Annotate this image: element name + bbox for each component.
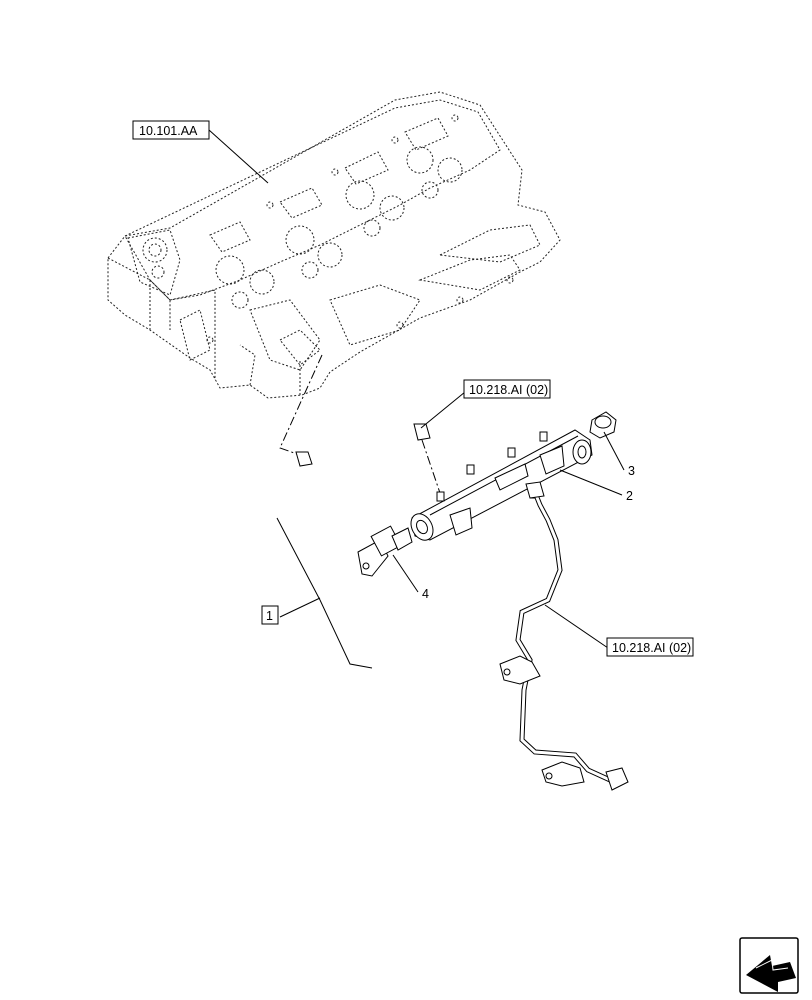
svg-text:1: 1 xyxy=(266,609,273,623)
leader-item3 xyxy=(603,431,625,471)
callout-item2[interactable]: 2 xyxy=(626,489,633,503)
svg-text:10.101.AA: 10.101.AA xyxy=(139,124,198,138)
svg-text:10.218.AI (02): 10.218.AI (02) xyxy=(469,383,548,397)
pressure-limiting-valve xyxy=(589,411,617,439)
leader-item4 xyxy=(392,554,419,593)
ref-box-pipe-lower[interactable]: 10.218.AI (02) xyxy=(606,637,694,657)
rail-pressure-sensor xyxy=(357,525,413,577)
ref-box-pipe-upper[interactable]: 10.218.AI (02) xyxy=(463,379,551,399)
pipe-nut-upper-left xyxy=(295,451,313,467)
pipe-nut-upper-right xyxy=(413,423,431,441)
callout-item3[interactable]: 3 xyxy=(628,464,635,478)
leader-cylinder-head xyxy=(208,129,269,184)
ref-box-cylinder-head[interactable]: 10.101.AA xyxy=(132,120,210,140)
leader-pipe-lower xyxy=(544,604,609,649)
common-rail xyxy=(410,429,593,541)
assembly-axis-line xyxy=(279,354,323,456)
leader-item2 xyxy=(559,469,623,496)
cylinder-head-drawing xyxy=(107,91,561,399)
group-bracket-line xyxy=(276,517,373,669)
callout-box-item1[interactable]: 1 xyxy=(261,605,279,625)
leader-pipe-upper xyxy=(420,391,466,429)
callout-item4[interactable]: 4 xyxy=(422,587,429,601)
lower-fuel-pipe xyxy=(499,481,629,791)
assembly-axis-line-2 xyxy=(421,439,441,494)
leader-item1 xyxy=(279,597,321,618)
svg-text:10.218.AI (02): 10.218.AI (02) xyxy=(612,641,691,655)
previous-page-arrow-icon[interactable] xyxy=(739,937,799,994)
upper-fuel-pipe xyxy=(295,423,431,472)
